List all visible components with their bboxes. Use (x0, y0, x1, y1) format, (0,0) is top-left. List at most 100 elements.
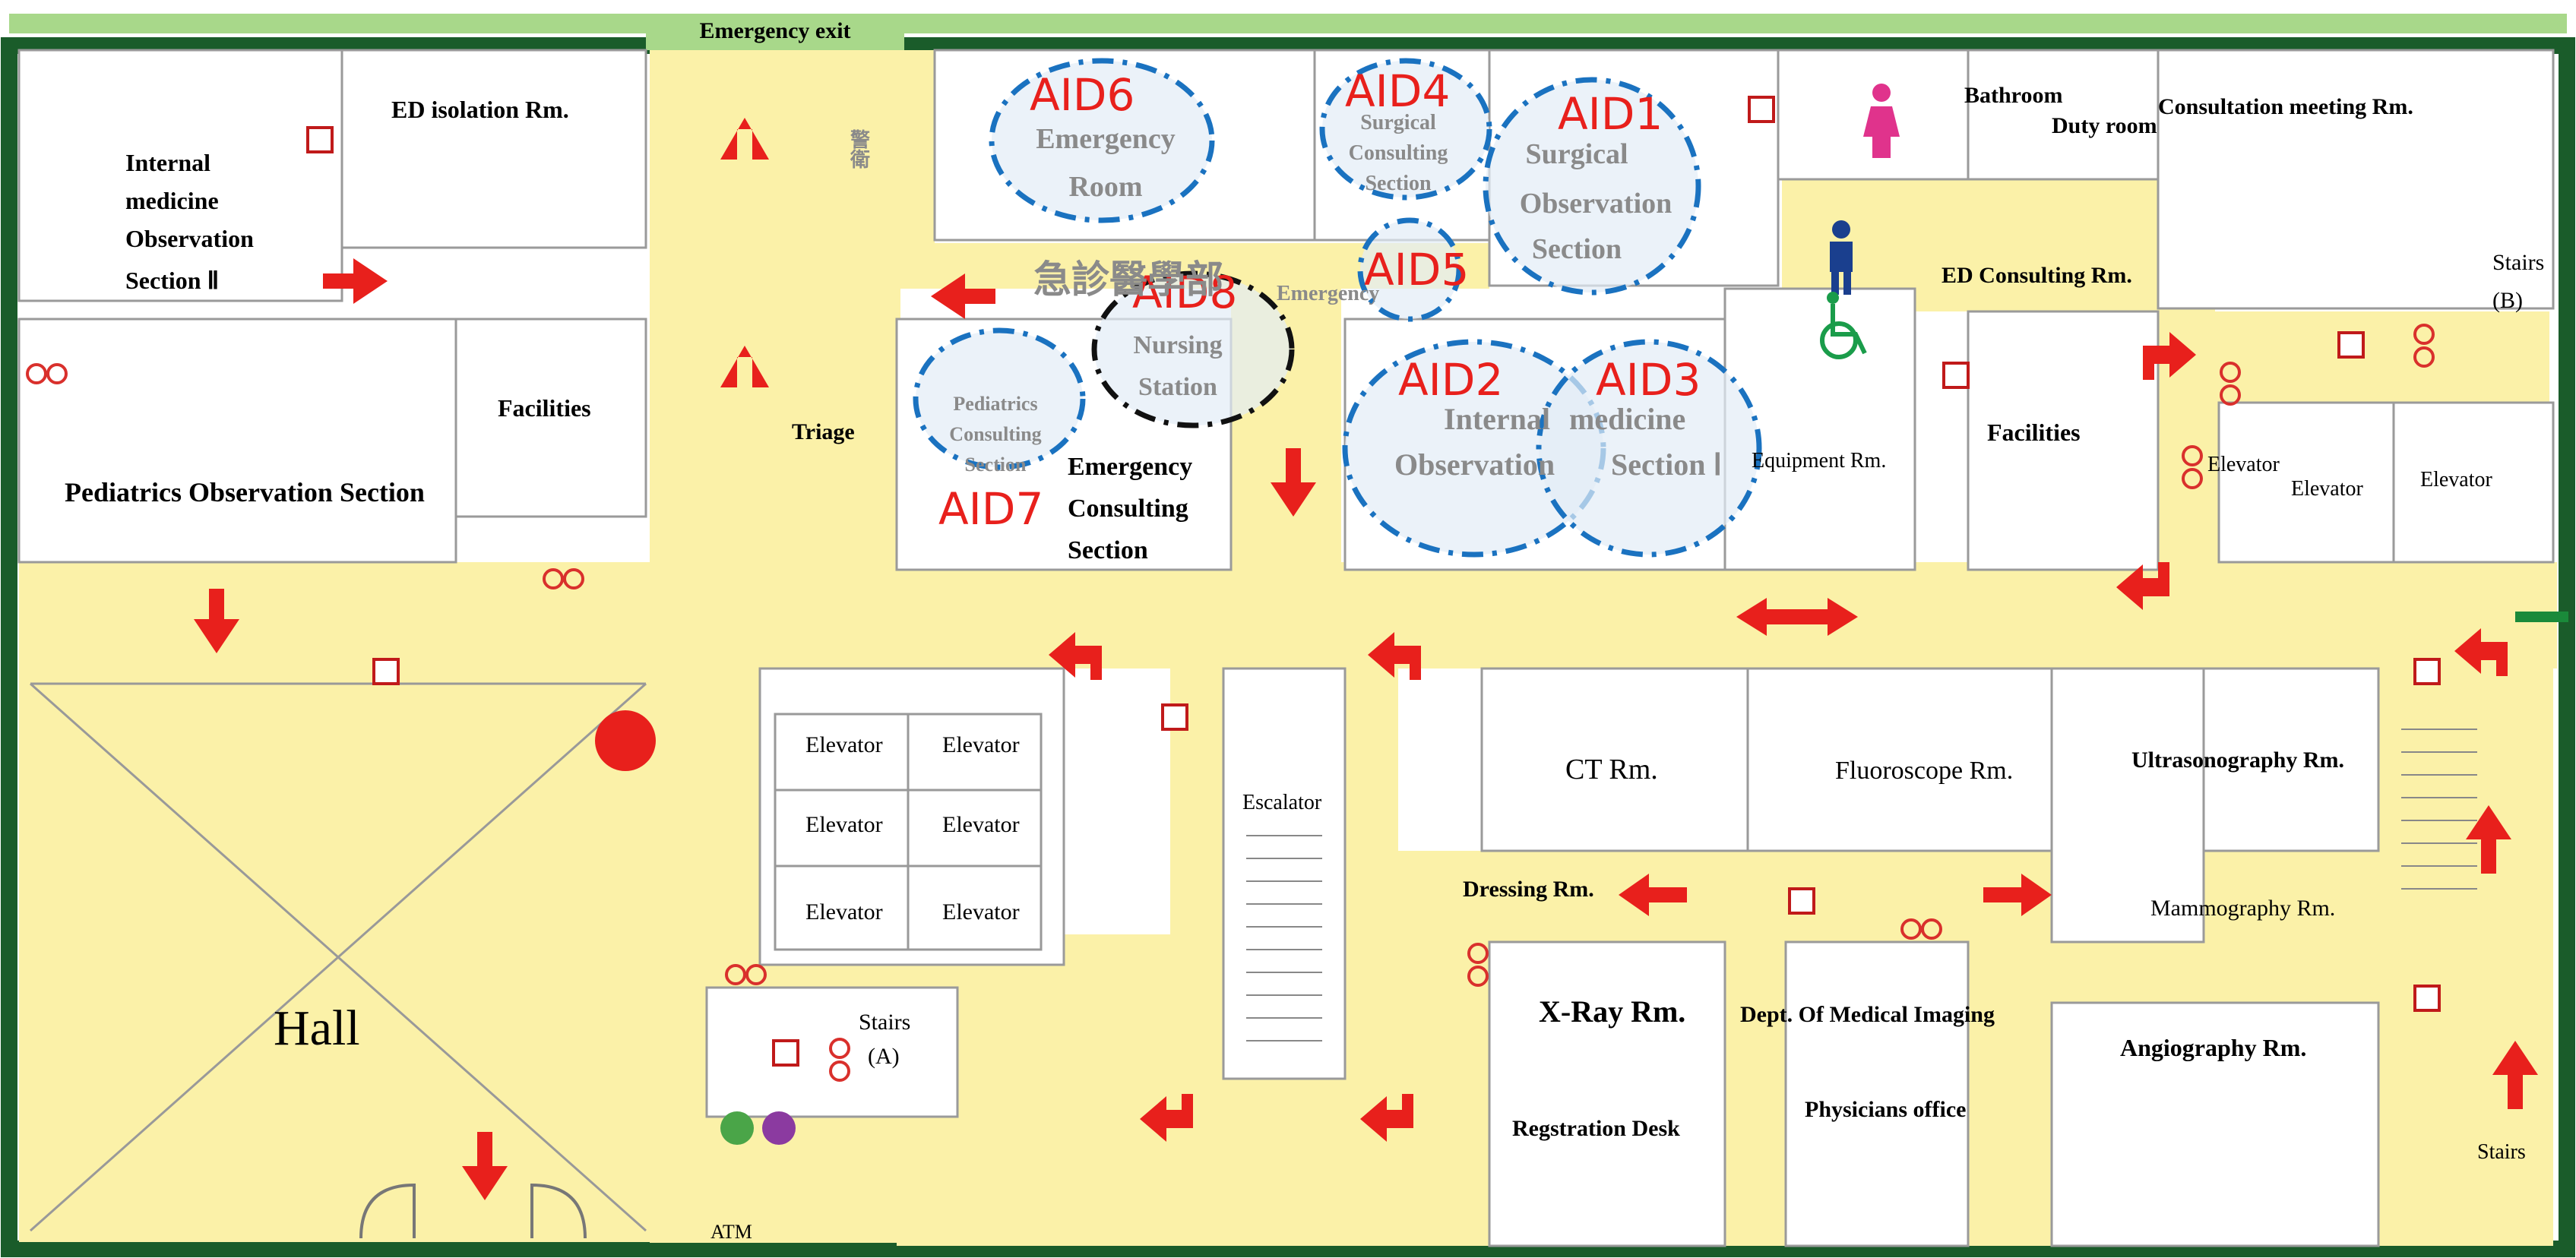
nursing-station-label-1: Nursing (1133, 331, 1222, 359)
ed-isolation-label: ED isolation Rm. (391, 96, 569, 123)
fire-extinguisher-markers (306, 96, 2441, 1067)
emergency-consulting-label-3: Section (1068, 536, 1148, 564)
wheelchair-head (1827, 292, 1839, 304)
stairs-b-label-2: (B) (2492, 288, 2523, 313)
grey-labels: Emergency Room Surgical Consulting Secti… (848, 111, 1723, 482)
elevator-bank (774, 713, 1043, 951)
xray-label: X-Ray Rm. (1539, 994, 1685, 1029)
red-arrow-icon (1140, 1094, 1193, 1142)
aid5-label: AID5 (1364, 244, 1469, 296)
pediatrics-obs-label: Pediatrics Observation Section (65, 477, 425, 507)
cc-camera-icon (2413, 324, 2435, 345)
fire-extinguisher-icon (772, 1039, 799, 1067)
ed-dept-sign: 急診醫學部 (1033, 258, 1223, 301)
dressing-label: Dressing Rm. (1463, 877, 1594, 902)
building-outline (1, 37, 2575, 1257)
red-arrow-icon (2143, 332, 2196, 380)
surgical-obs-label-3: Section (1532, 233, 1622, 265)
red-arrow-icon (1619, 874, 1687, 916)
stairs-right-label: Stairs (2477, 1140, 2526, 1164)
elevator-label-4: Elevator (942, 812, 1020, 837)
emergency-room-label-2: Room (1068, 171, 1142, 203)
stairs-b-label-1: Stairs (2492, 250, 2544, 275)
red-arrow-icon (194, 589, 239, 653)
aid1-label: AID1 (1558, 88, 1663, 140)
hall-diagonals (30, 682, 647, 1232)
surgical-consulting-label-2: Consulting (1349, 141, 1448, 165)
room-labels: ED isolation Rm. Internal medicine Obser… (65, 83, 2544, 1243)
stairs-right-stripes (2401, 729, 2477, 890)
aid-zones (913, 58, 1762, 558)
cc-camera-icon (2220, 362, 2241, 383)
red-dot-marker-icon (595, 710, 656, 771)
hall-doors (359, 1183, 587, 1239)
aid8-label: AID8 (1132, 267, 1237, 318)
exit-marker (2515, 612, 2568, 622)
atm-label: ATM (710, 1221, 752, 1243)
internal-med-obs2-label-4: Section Ⅱ (125, 267, 219, 294)
cc-camera-icon (2182, 445, 2203, 466)
internal-med-obs1-label-4: Section Ⅰ (1611, 447, 1722, 482)
fire-extinguisher-icon (1788, 887, 1815, 915)
red-arrow-icon (1049, 632, 1102, 680)
red-arrow-icon (2116, 562, 2169, 610)
red-arrow-icon (1360, 1094, 1413, 1142)
red-arrow-icon (931, 273, 995, 319)
wheelchair-icon (1820, 304, 1867, 359)
aid5-circle (1357, 217, 1462, 322)
emergency-consulting-label-1: Emergency (1068, 453, 1192, 481)
red-arrow-icon (1271, 448, 1316, 517)
escalator-label: Escalator (1242, 791, 1322, 814)
emergency-exit-tab (646, 14, 904, 50)
stairs-a-label-1: Stairs (859, 1010, 910, 1035)
fire-extinguisher-icon (2413, 658, 2441, 685)
internal-med-obs1-label-2: medicine (1569, 402, 1685, 436)
elevator-label-5: Elevator (805, 899, 883, 925)
red-arrow-icon (462, 1132, 508, 1200)
aid7-label: AID7 (938, 483, 1043, 535)
aid2-label: AID2 (1398, 354, 1503, 406)
red-arrow-icon (720, 118, 769, 160)
consultation-meeting-label: Consultation meeting Rm. (2158, 94, 2413, 119)
facilities-right-label: Facilities (1987, 419, 2081, 446)
hall-label: Hall (274, 1000, 360, 1056)
fire-extinguisher-icon (2337, 331, 2365, 359)
corridors (19, 50, 2557, 1246)
red-arrow-icon (323, 258, 388, 304)
equipment-label: Equipment Rm. (1752, 449, 1886, 473)
emergency-exit-label: Emergency exit (699, 18, 850, 43)
aid-labels: AID1 AID2 AID3 AID4 AID5 AID6 AID7 AID8 (938, 65, 1701, 535)
medical-imaging-label: Dept. Of Medical Imaging (1740, 1002, 1995, 1027)
fire-extinguisher-icon (2413, 985, 2441, 1012)
surgical-obs-label-1: Surgical (1525, 138, 1628, 170)
internal-med-obs2-label-2: medicine (125, 187, 219, 214)
elevator-label-r2: Elevator (2291, 477, 2364, 501)
mammography-label: Mammography Rm. (2150, 896, 2335, 921)
aid4-label: AID4 (1345, 65, 1450, 117)
internal-med-obs2-label-3: Observation (125, 225, 254, 252)
red-arrow-icon (1736, 598, 1858, 636)
internal-med-obs1-label-3: Observation (1394, 447, 1555, 482)
bathroom-label: Bathroom (1964, 83, 2062, 108)
registration-label: Regstration Desk (1512, 1116, 1680, 1141)
guard-sign: 警衛 (848, 128, 871, 169)
aid3-circle (1536, 339, 1762, 558)
stairs-a-label-2: (A) (868, 1044, 900, 1069)
men-restroom-icon (1830, 220, 1853, 295)
elevator-label-2: Elevator (942, 732, 1020, 757)
elevator-label-r3: Elevator (2420, 468, 2493, 492)
internal-med-obs2-label-1: Internal (125, 149, 210, 176)
red-arrow-icon (1983, 874, 2052, 916)
fire-extinguisher-icon (1942, 362, 1970, 389)
red-arrow-icon (2492, 1041, 2538, 1109)
elevator-label-6: Elevator (942, 899, 1020, 925)
elevator-label-3: Elevator (805, 812, 883, 837)
elevator-label-r1: Elevator (2207, 453, 2280, 476)
women-restroom-icon (1863, 84, 1900, 158)
emergency-exit-bar (9, 14, 2567, 33)
surgical-consulting-label-3: Section (1365, 172, 1432, 195)
red-arrow-icon (720, 346, 769, 387)
aid1-circle (1483, 77, 1701, 296)
ultrasonography-label: Ultrasonography Rm. (2131, 748, 2344, 773)
